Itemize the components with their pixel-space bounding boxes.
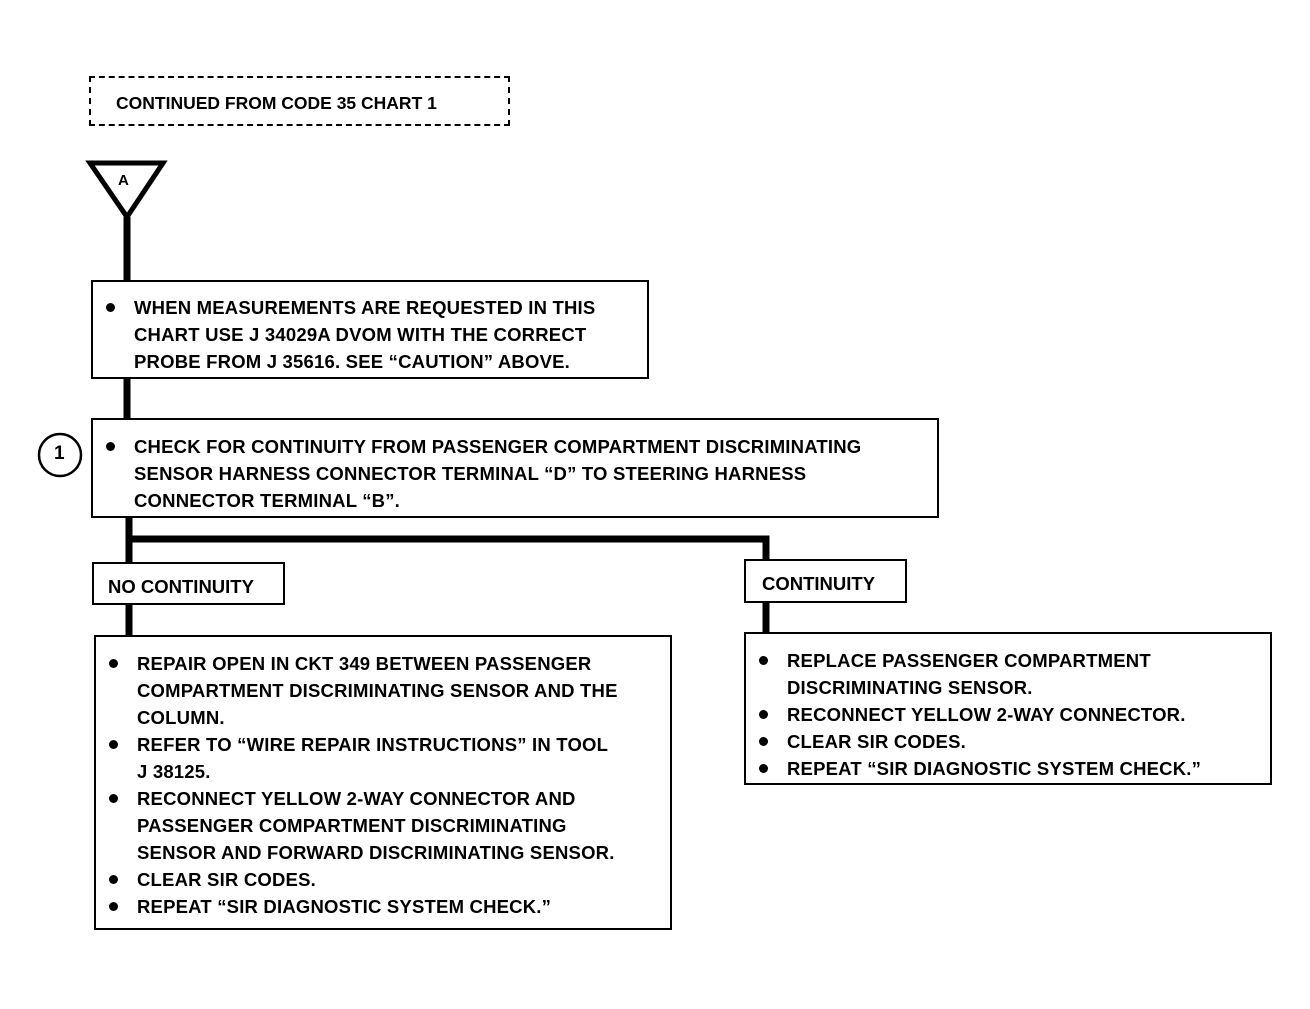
bullet-dot <box>109 875 118 884</box>
measurement-note-item: WHEN MEASUREMENTS ARE REQUESTED IN THIS … <box>104 294 647 375</box>
continuity-actions-box: REPLACE PASSENGER COMPARTMENT DISCRIMINA… <box>744 632 1272 785</box>
bullet-dot <box>106 303 115 312</box>
action-line: REPEAT “SIR DIAGNOSTIC SYSTEM CHECK.” <box>137 896 552 917</box>
action-line: REPLACE PASSENGER COMPARTMENT <box>787 650 1151 671</box>
action-item: REPEAT “SIR DIAGNOSTIC SYSTEM CHECK.” <box>107 893 670 920</box>
action-item: REPEAT “SIR DIAGNOSTIC SYSTEM CHECK.” <box>757 755 1270 782</box>
bullet-dot <box>759 764 768 773</box>
action-line: SENSOR AND FORWARD DISCRIMINATING SENSOR… <box>137 842 615 863</box>
continuity-check-item: CHECK FOR CONTINUITY FROM PASSENGER COMP… <box>104 433 937 514</box>
action-line: RECONNECT YELLOW 2-WAY CONNECTOR AND <box>137 788 576 809</box>
bullet-dot <box>109 740 118 749</box>
bullet-dot <box>106 442 115 451</box>
action-line: REPEAT “SIR DIAGNOSTIC SYSTEM CHECK.” <box>787 758 1202 779</box>
bullet-dot <box>109 794 118 803</box>
continuity-label-box: CONTINUITY <box>744 559 907 603</box>
action-line: COLUMN. <box>137 707 225 728</box>
continued-from-box: CONTINUED FROM CODE 35 CHART 1 <box>89 76 510 126</box>
continued-from-text: CONTINUED FROM CODE 35 CHART 1 <box>116 93 437 113</box>
action-line: REPAIR OPEN IN CKT 349 BETWEEN PASSENGER <box>137 653 592 674</box>
action-line: J 38125. <box>137 761 211 782</box>
no-continuity-label-box: NO CONTINUITY <box>92 562 285 605</box>
action-item: REFER TO “WIRE REPAIR INSTRUCTIONS” IN T… <box>107 731 670 785</box>
action-line: RECONNECT YELLOW 2-WAY CONNECTOR. <box>787 704 1186 725</box>
action-line: CLEAR SIR CODES. <box>137 869 316 890</box>
action-line: DISCRIMINATING SENSOR. <box>787 677 1033 698</box>
step-1-number: 1 <box>54 443 65 464</box>
action-line: REFER TO “WIRE REPAIR INSTRUCTIONS” IN T… <box>137 734 609 755</box>
connector-a-triangle <box>85 160 168 222</box>
step-1-circle <box>37 432 83 478</box>
action-item: RECONNECT YELLOW 2-WAY CONNECTOR. <box>757 701 1270 728</box>
bullet-dot <box>759 710 768 719</box>
continuity-check-line: CONNECTOR TERMINAL “B”. <box>134 490 401 511</box>
action-item: RECONNECT YELLOW 2-WAY CONNECTOR AND PAS… <box>107 785 670 866</box>
measurement-note-box: WHEN MEASUREMENTS ARE REQUESTED IN THIS … <box>91 280 649 379</box>
bullet-dot <box>109 902 118 911</box>
action-item: CLEAR SIR CODES. <box>757 728 1270 755</box>
no-continuity-label: NO CONTINUITY <box>108 576 254 597</box>
no-continuity-actions-box: REPAIR OPEN IN CKT 349 BETWEEN PASSENGER… <box>94 635 672 930</box>
continuity-label: CONTINUITY <box>762 573 876 594</box>
continuity-check-line: SENSOR HARNESS CONNECTOR TERMINAL “D” TO… <box>134 463 807 484</box>
action-item: REPLACE PASSENGER COMPARTMENT DISCRIMINA… <box>757 647 1270 701</box>
action-line: PASSENGER COMPARTMENT DISCRIMINATING <box>137 815 567 836</box>
measurement-note-line: CHART USE J 34029A DVOM WITH THE CORRECT <box>134 324 587 345</box>
bullet-dot <box>759 737 768 746</box>
action-item: CLEAR SIR CODES. <box>107 866 670 893</box>
continuity-check-box: CHECK FOR CONTINUITY FROM PASSENGER COMP… <box>91 418 939 518</box>
action-line: CLEAR SIR CODES. <box>787 731 966 752</box>
action-item: REPAIR OPEN IN CKT 349 BETWEEN PASSENGER… <box>107 650 670 731</box>
connector-line-to-continuity <box>129 535 770 560</box>
bullet-dot <box>109 659 118 668</box>
action-line: COMPARTMENT DISCRIMINATING SENSOR AND TH… <box>137 680 618 701</box>
continuity-check-line: CHECK FOR CONTINUITY FROM PASSENGER COMP… <box>134 436 862 457</box>
measurement-note-line: PROBE FROM J 35616. SEE “CAUTION” ABOVE. <box>134 351 570 372</box>
connector-a-label: A <box>118 172 129 189</box>
measurement-note-line: WHEN MEASUREMENTS ARE REQUESTED IN THIS <box>134 297 596 318</box>
bullet-dot <box>759 656 768 665</box>
